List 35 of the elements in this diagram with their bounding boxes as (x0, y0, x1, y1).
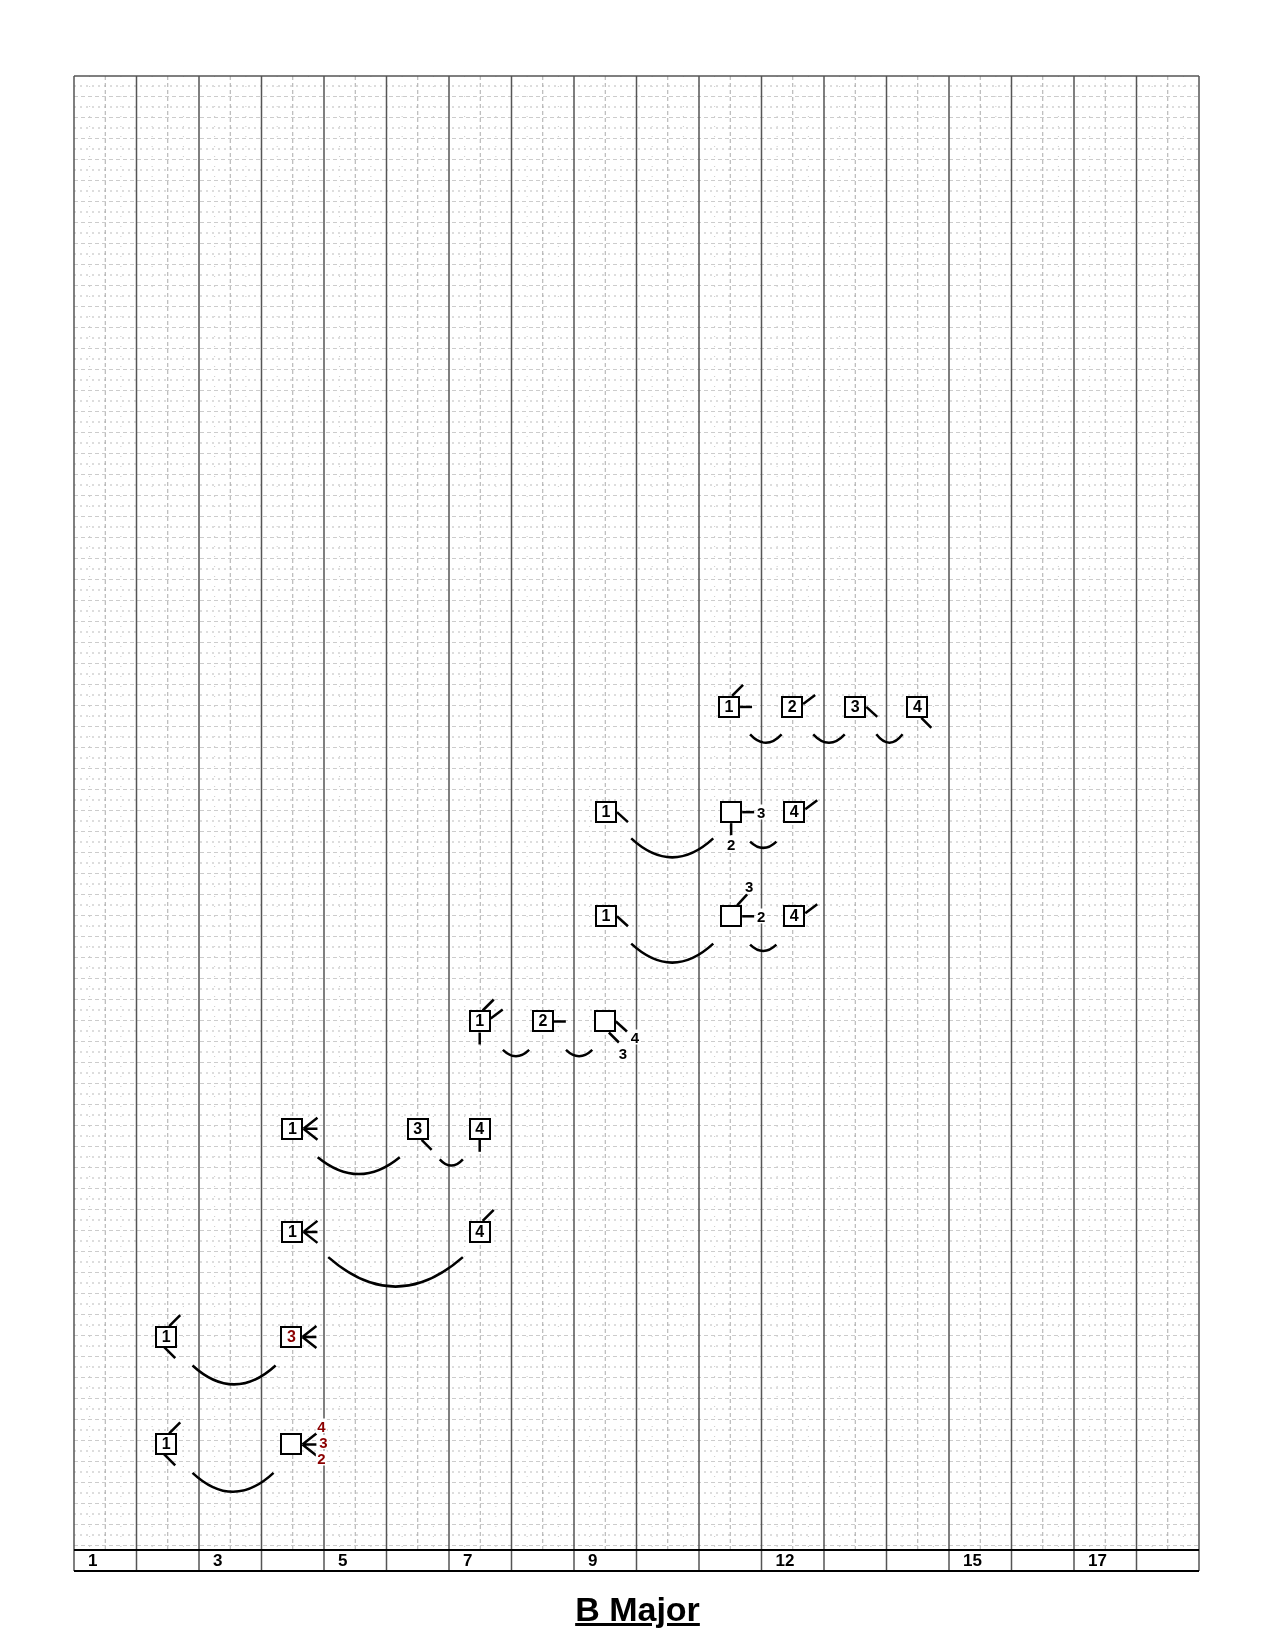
fret-number: 9 (588, 1552, 598, 1570)
numbered-box: 3 (844, 695, 867, 718)
numbered-box: 4 (468, 1117, 491, 1140)
finger-number: 4 (316, 1418, 327, 1434)
numbered-box: 1 (718, 695, 741, 718)
fret-number: 5 (338, 1552, 348, 1570)
numbered-box: 1 (281, 1220, 304, 1243)
numbered-box: 2 (531, 1010, 554, 1033)
numbered-box: 1 (281, 1117, 304, 1140)
finger-number: 3 (318, 1434, 329, 1450)
fret-number: 1 (88, 1552, 98, 1570)
fret-number: 7 (463, 1552, 473, 1570)
numbered-box: 3 (280, 1326, 303, 1349)
finger-number: 3 (617, 1046, 629, 1061)
fret-number: 15 (963, 1552, 982, 1570)
finger-number: 3 (755, 804, 767, 820)
numbered-box: 1 (155, 1433, 178, 1456)
numbered-box: 3 (406, 1117, 429, 1140)
finger-number: 2 (316, 1450, 327, 1466)
numbered-box: 2 (781, 695, 804, 718)
finger-number: 4 (629, 1030, 641, 1045)
fret-number: 17 (1088, 1552, 1107, 1570)
numbered-box: 4 (906, 695, 929, 718)
finger-number: 2 (755, 908, 767, 924)
numbered-box: 4 (783, 801, 806, 824)
title: B Major (575, 1590, 700, 1628)
numbered-box: 1 (155, 1326, 178, 1349)
numbered-box: 1 (594, 801, 617, 824)
numbered-box: 1 (594, 905, 617, 928)
fret-number: 12 (775, 1552, 795, 1570)
numbered-box: 1 (468, 1010, 491, 1033)
fret-number: 3 (213, 1552, 223, 1570)
finger-number: 2 (725, 836, 737, 852)
numbered-box: 4 (468, 1220, 491, 1243)
numbered-box: 4 (783, 905, 806, 928)
